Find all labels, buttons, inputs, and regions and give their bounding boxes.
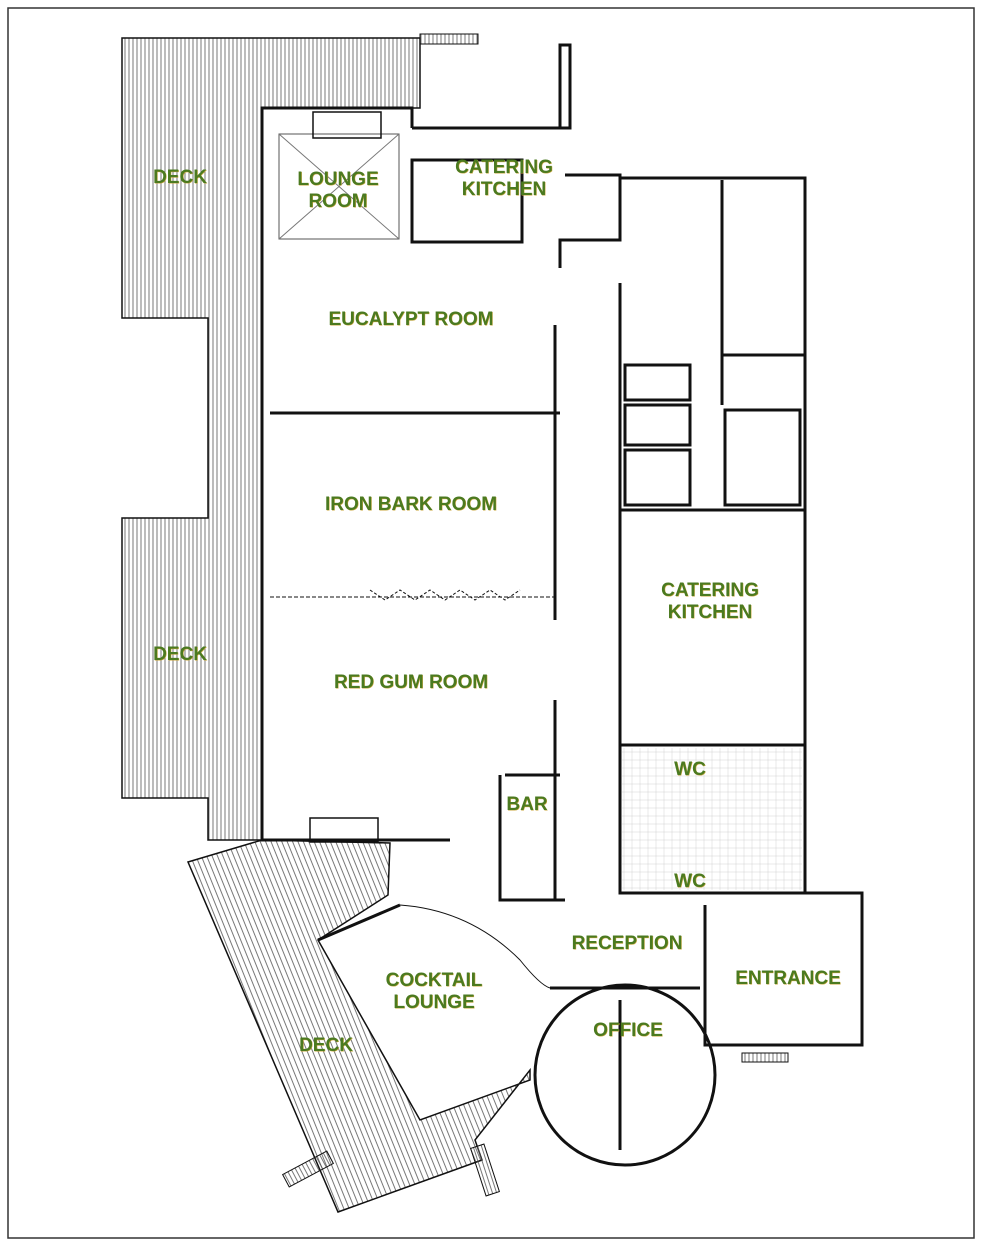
page-border [7, 7, 975, 1239]
label-line: LOUNGE [297, 169, 379, 190]
room-label-wc-upper: WC [674, 759, 706, 780]
fireplace-lounge [312, 111, 382, 139]
entrance-stair [741, 1052, 789, 1063]
label-line: ROOM [308, 191, 368, 212]
room-label-red-gum-room: RED GUM ROOM [333, 672, 489, 693]
deck-upper [121, 37, 421, 841]
office-rotunda [533, 983, 717, 1167]
room-label-deck-top: DECK [153, 167, 207, 188]
stair-top [419, 33, 479, 45]
room-label-bar: BAR [506, 794, 548, 815]
wc-tiles [622, 748, 802, 890]
label-line: CATERING [661, 580, 759, 601]
stair-bottom-left [281, 1150, 335, 1188]
label-line: KITCHEN [461, 179, 547, 200]
room-label-deck-bottom: DECK [299, 1035, 353, 1056]
room-label-reception: RECEPTION [571, 933, 683, 954]
room-label-office: OFFICE [593, 1020, 663, 1041]
room-label-wc-lower: WC [674, 871, 706, 892]
room-label-deck-middle: DECK [153, 644, 207, 665]
room-label-entrance: ENTRANCE [735, 968, 841, 989]
stair-bottom-right [469, 1143, 501, 1197]
room-label-eucalypt-room: EUCALYPT ROOM [328, 309, 494, 330]
room-label-iron-bark-room: IRON BARK ROOM [324, 494, 498, 515]
label-line: COCKTAIL [385, 970, 483, 991]
fireplace-red-gum [309, 817, 379, 843]
label-line: LOUNGE [393, 992, 475, 1013]
label-line: CATERING [455, 157, 553, 178]
label-line: KITCHEN [667, 602, 753, 623]
